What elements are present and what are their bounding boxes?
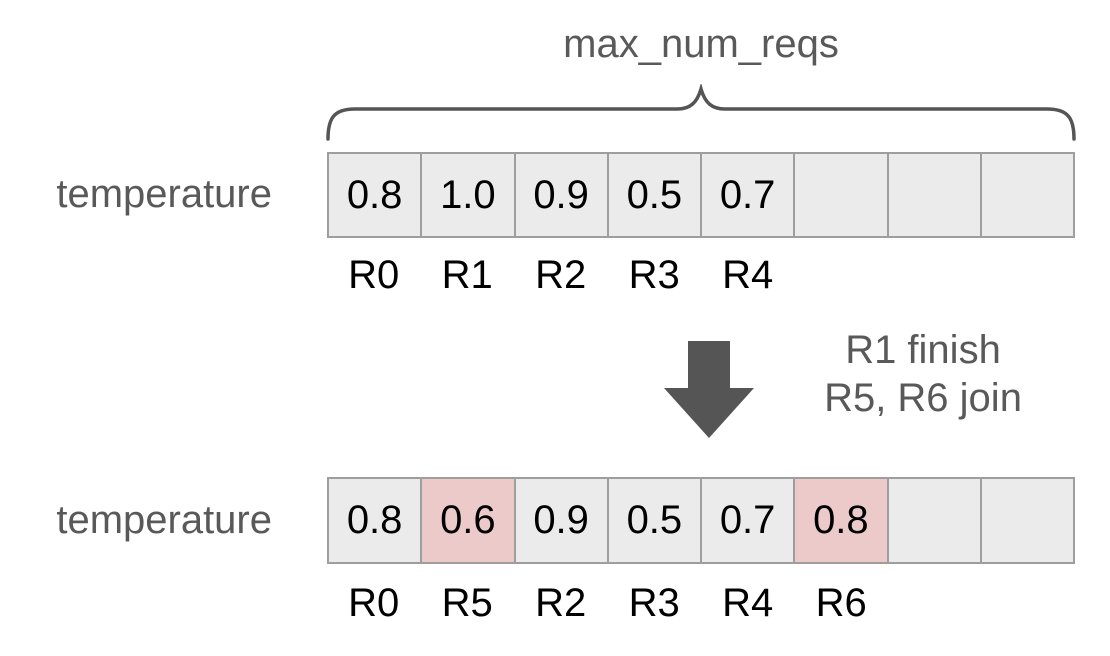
request-label: R3	[628, 253, 680, 297]
request-label: R4	[722, 581, 774, 625]
request-label	[888, 578, 982, 628]
transition-note: R1 finish R5, R6 join	[775, 326, 1071, 422]
request-label: R0	[348, 581, 400, 625]
request-label: R2	[535, 253, 587, 297]
request-label	[982, 250, 1076, 300]
brace-icon	[326, 84, 1076, 141]
array-cell: 0.8	[329, 479, 421, 562]
request-label	[982, 578, 1076, 628]
row1-request-labels: R0 R1 R2 R3 R4	[327, 250, 1075, 300]
request-label	[795, 250, 889, 300]
row1-temperature-label: temperature	[56, 172, 272, 216]
array-cell: 0.5	[606, 479, 700, 562]
array-cell-empty	[979, 479, 1073, 562]
request-label: R4	[722, 253, 774, 297]
array-cell-new-request: 0.6	[420, 479, 514, 562]
transition-note-line2: R5, R6 join	[824, 376, 1022, 420]
row2-temperature-array: 0.8 0.6 0.9 0.5 0.7 0.8	[327, 477, 1075, 564]
request-label: R3	[628, 581, 680, 625]
request-label: R5	[441, 581, 493, 625]
row2-request-labels: R0 R5 R2 R3 R4 R6	[327, 578, 1075, 628]
array-cell-empty	[886, 479, 980, 562]
array-cell: 1.0	[420, 154, 514, 236]
array-cell-empty	[886, 154, 980, 236]
array-cell: 0.7	[700, 154, 794, 236]
row2-temperature-label: temperature	[56, 498, 272, 542]
transition-note-line1: R1 finish	[845, 328, 1001, 372]
array-cell: 0.8	[329, 154, 421, 236]
array-cell: 0.5	[606, 154, 700, 236]
array-cell-new-request: 0.8	[793, 479, 887, 562]
request-label: R2	[535, 581, 587, 625]
array-cell-empty	[979, 154, 1073, 236]
array-cell: 0.9	[513, 154, 607, 236]
row1-temperature-array: 0.8 1.0 0.9 0.5 0.7	[327, 152, 1075, 238]
request-label	[888, 250, 982, 300]
array-cell-empty	[793, 154, 887, 236]
down-arrow-icon	[664, 341, 754, 438]
request-label: R1	[441, 253, 493, 297]
array-cell: 0.7	[700, 479, 794, 562]
request-label: R0	[348, 253, 400, 297]
max-num-reqs-label: max_num_reqs	[563, 22, 839, 66]
request-label: R6	[815, 581, 867, 625]
array-cell: 0.9	[513, 479, 607, 562]
